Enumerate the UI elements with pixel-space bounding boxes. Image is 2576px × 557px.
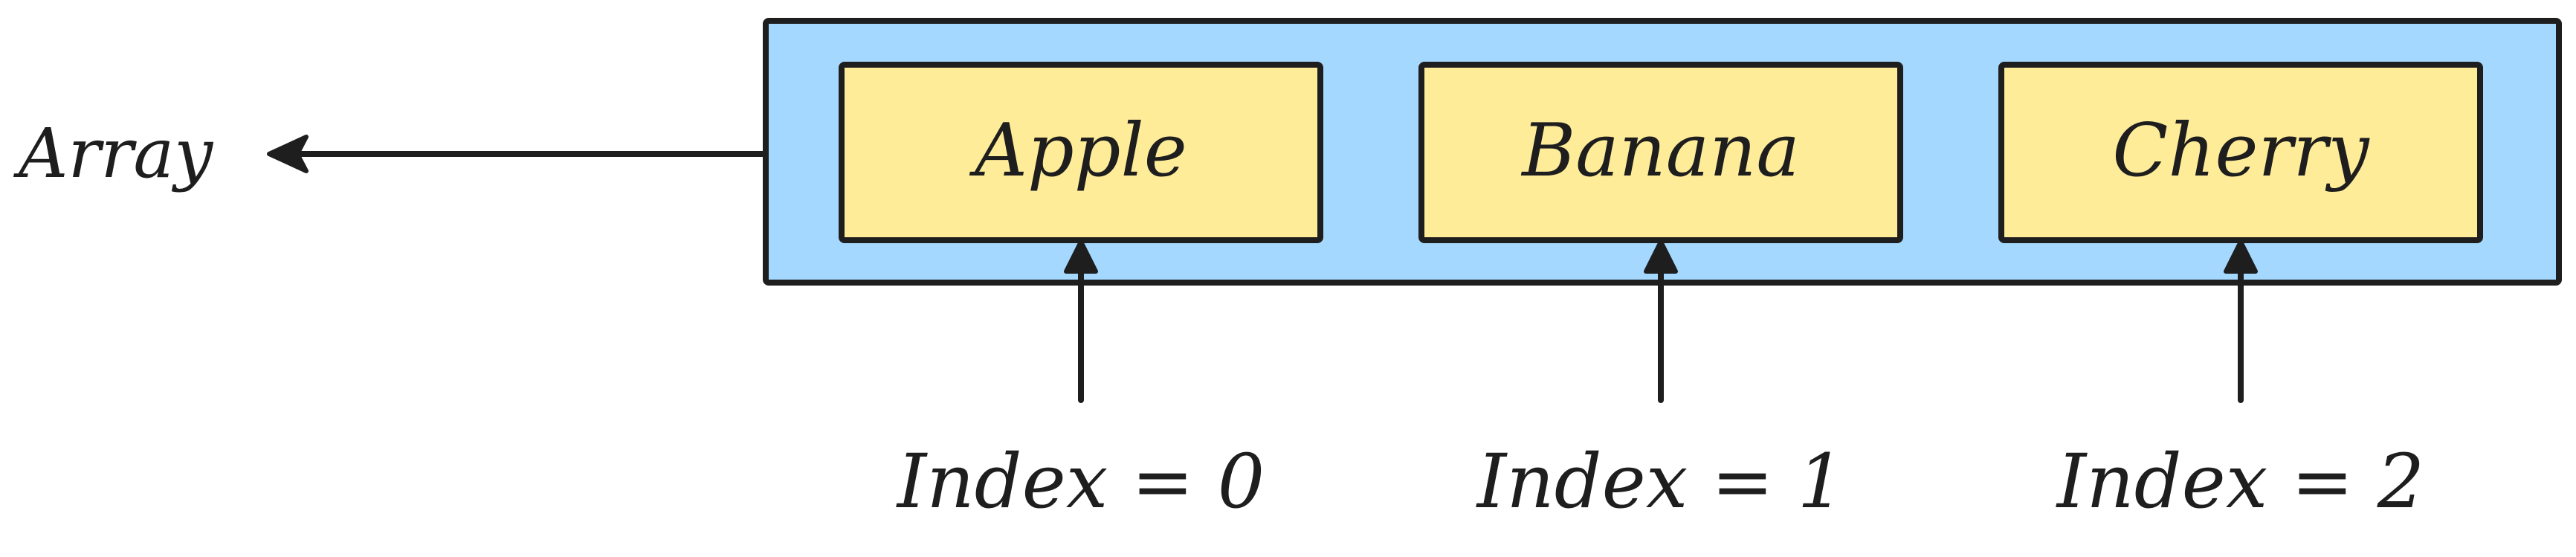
index-arrow-2: [2224, 239, 2258, 403]
index-arrow-1: [1644, 239, 1678, 403]
element-label-banana: Banana: [1520, 109, 1800, 193]
array-element-cherry: Cherry: [1998, 62, 2483, 243]
array-element-banana: Banana: [1418, 62, 1903, 243]
index-label-0: Index = 0: [896, 438, 1265, 525]
array-element-apple: Apple: [839, 62, 1323, 243]
array-arrow: [267, 135, 769, 173]
index-label-2: Index = 2: [2056, 438, 2424, 525]
element-label-cherry: Cherry: [2112, 109, 2370, 193]
index-arrow-0: [1064, 239, 1098, 403]
index-label-1: Index = 1: [1476, 438, 1844, 525]
array-label: Array: [13, 114, 213, 193]
element-label-apple: Apple: [969, 109, 1187, 193]
